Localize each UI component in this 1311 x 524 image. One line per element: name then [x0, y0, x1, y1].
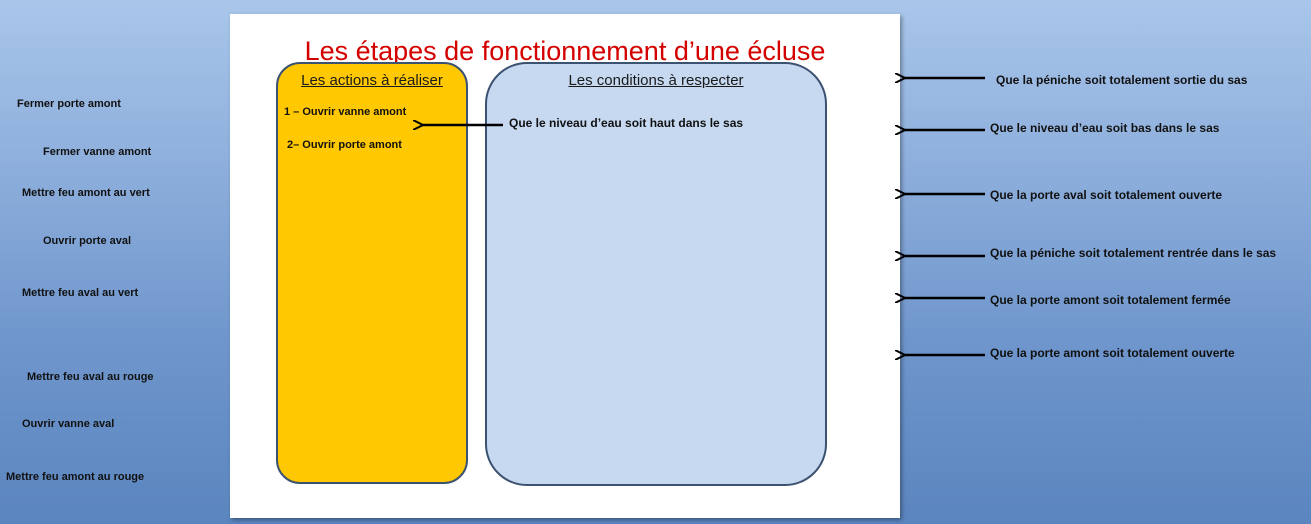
slide-canvas: Les étapes de fonctionnement d’une éclus… — [230, 14, 900, 518]
placed-action-1[interactable]: 1 – Ouvrir vanne amont — [284, 106, 407, 118]
action-card-ouvrir-porte-aval[interactable]: Ouvrir porte aval — [43, 235, 132, 247]
condition-card-porte-amont-ouverte[interactable]: Que la porte amont soit totalement ouver… — [990, 346, 1235, 360]
conditions-header: Les conditions à respecter — [568, 72, 744, 89]
actions-header: Les actions à réaliser — [301, 72, 443, 89]
action-card-feu-aval-vert[interactable]: Mettre feu aval au vert — [22, 287, 139, 299]
action-card-ouvrir-vanne-aval[interactable]: Ouvrir vanne aval — [22, 418, 115, 430]
condition-card-niveau-bas[interactable]: Que le niveau d’eau soit bas dans le sas — [990, 121, 1220, 135]
action-card-feu-amont-rouge[interactable]: Mettre feu amont au rouge — [6, 471, 145, 483]
action-card-fermer-vanne-amont[interactable]: Fermer vanne amont — [43, 146, 152, 158]
condition-card-peniche-sortie[interactable]: Que la péniche soit totalement sortie du… — [996, 73, 1248, 87]
condition-card-porte-aval-ouverte[interactable]: Que la porte aval soit totalement ouvert… — [990, 188, 1223, 202]
condition-card-porte-amont-fermee[interactable]: Que la porte amont soit totalement fermé… — [990, 293, 1231, 307]
action-card-fermer-porte-amont[interactable]: Fermer porte amont — [17, 98, 121, 110]
conditions-drop-zone[interactable]: Les conditions à respecter — [485, 62, 827, 486]
placed-action-2[interactable]: 2– Ouvrir porte amont — [287, 139, 402, 151]
slide-title: Les étapes de fonctionnement d’une éclus… — [304, 36, 826, 66]
actions-drop-zone[interactable]: Les actions à réaliser 1 – Ouvrir vanne … — [276, 62, 468, 484]
action-card-feu-aval-rouge[interactable]: Mettre feu aval au rouge — [27, 371, 154, 383]
condition-card-peniche-rentree[interactable]: Que la péniche soit totalement rentrée d… — [990, 246, 1277, 260]
action-card-feu-amont-vert[interactable]: Mettre feu amont au vert — [22, 187, 150, 199]
placed-condition[interactable]: Que le niveau d’eau soit haut dans le sa… — [509, 116, 744, 130]
